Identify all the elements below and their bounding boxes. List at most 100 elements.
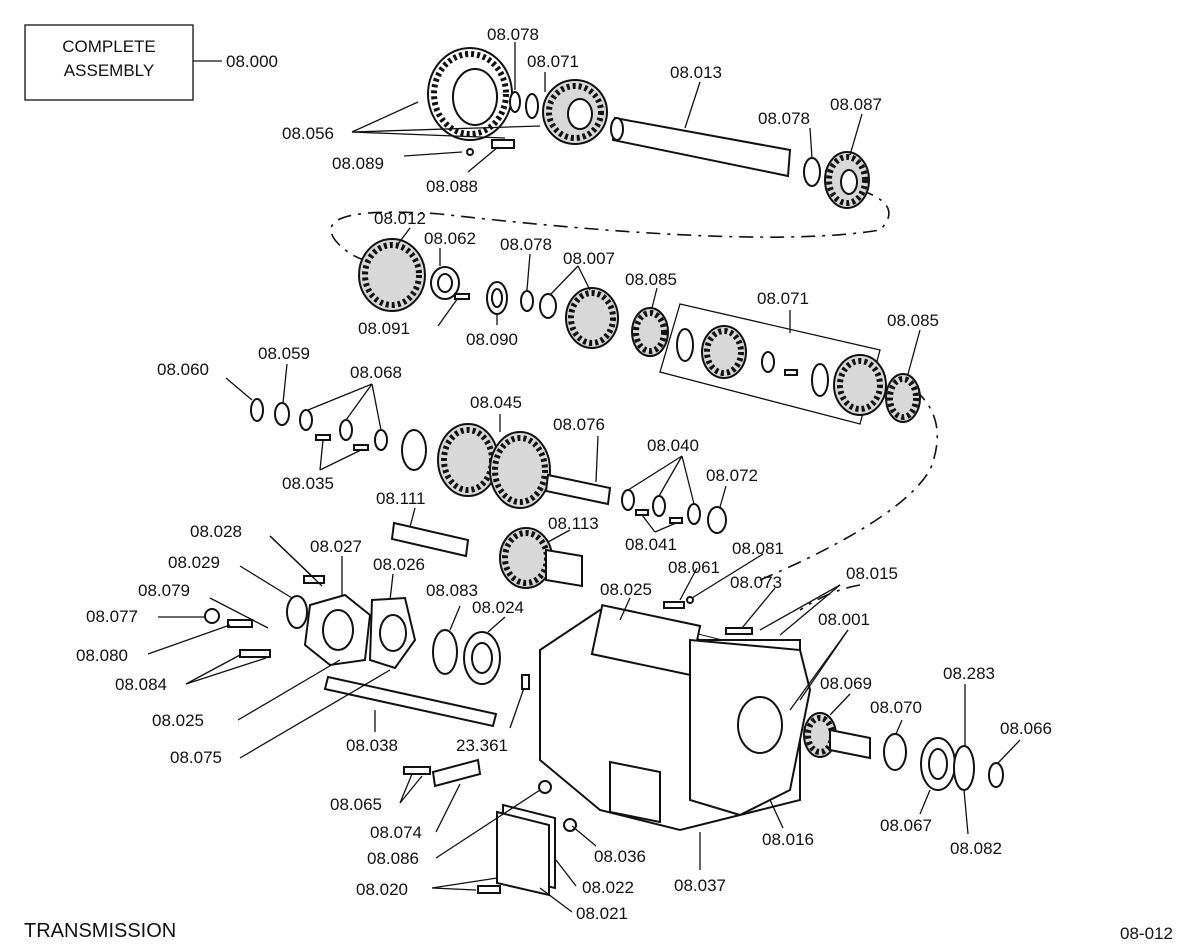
- part-label: 08.061: [668, 558, 720, 577]
- part-label: 08.081: [732, 539, 784, 558]
- part-label: 08.111: [376, 489, 425, 508]
- needle-part: [669, 517, 683, 524]
- part-label: 08.056: [282, 124, 334, 143]
- part-label: 08.072: [706, 466, 758, 485]
- part-label: 08.091: [358, 319, 410, 338]
- dash-path-right: [759, 389, 938, 581]
- sync-assembly-part: [676, 325, 887, 416]
- bolt-part: [663, 601, 685, 609]
- bolt-part: [403, 766, 431, 775]
- part-label: 08.059: [258, 344, 310, 363]
- sub-assembly-box: [659, 303, 881, 425]
- part-label: 08.036: [594, 847, 646, 866]
- ring-part: [525, 93, 539, 119]
- part-label: 08.113: [548, 514, 599, 533]
- gear-part: [358, 238, 426, 312]
- part-label: 08.077: [86, 607, 138, 626]
- part-label: 08.012: [374, 209, 426, 228]
- part-label: 08.024: [472, 598, 524, 617]
- gear-part: [824, 151, 870, 209]
- clip-part: [250, 398, 264, 422]
- part-label: 08.088: [426, 177, 478, 196]
- idler-shaft-part: [390, 521, 470, 558]
- leader-lines: [147, 42, 1021, 913]
- gear-part: [885, 373, 921, 423]
- part-label: 08.035: [282, 474, 334, 493]
- washer-part: [339, 419, 353, 441]
- gear-part: [565, 287, 619, 349]
- bolt-part: [477, 885, 501, 894]
- part-label: 08.073: [730, 573, 782, 592]
- bushing-part: [430, 266, 460, 300]
- part-label: 08.025: [152, 711, 204, 730]
- part-label: 08.016: [762, 830, 814, 849]
- plug-part: [563, 818, 577, 832]
- assembly-box-line1: COMPLETE: [62, 37, 156, 56]
- part-label: 08.028: [190, 522, 242, 541]
- part-label: 08.085: [887, 311, 939, 330]
- part-label: 08.040: [647, 436, 699, 455]
- snap-ring-part: [988, 762, 1004, 788]
- washer-part: [274, 402, 290, 426]
- input-shaft-part: [803, 712, 871, 760]
- part-label: 08.069: [820, 674, 872, 693]
- spacer-part: [544, 473, 612, 506]
- part-labels: 08.078 08.071 08.013 08.056 08.089 08.08…: [76, 25, 1052, 923]
- bolt-part: [239, 649, 271, 658]
- part-label: 08.082: [950, 839, 1002, 858]
- needle-part: [635, 509, 649, 516]
- part-label: 23.361: [456, 736, 508, 755]
- washer-part: [374, 429, 388, 451]
- part-label: 08.066: [1000, 719, 1052, 738]
- part-label: 08.029: [168, 553, 220, 572]
- needle-part: [353, 444, 369, 451]
- part-label: 08.078: [487, 25, 539, 44]
- part-label: 08.060: [157, 360, 209, 379]
- part-label: 08.001: [818, 610, 870, 629]
- assembly-box-line2: ASSEMBLY: [64, 61, 154, 80]
- washer-part: [299, 409, 313, 431]
- part-label: 08.071: [527, 52, 579, 71]
- part-label: 08.070: [870, 698, 922, 717]
- washer-part: [652, 495, 666, 517]
- part-label: 08.020: [356, 880, 408, 899]
- ring-part: [509, 91, 521, 113]
- assembly-box: [24, 24, 194, 101]
- part-label: 08.013: [670, 63, 722, 82]
- gear-part: [631, 307, 669, 357]
- snap-ring-part: [432, 629, 458, 675]
- part-label: 08.075: [170, 748, 222, 767]
- bearing-part: [920, 737, 956, 791]
- part-label: 08.065: [330, 795, 382, 814]
- part-label: 08.076: [553, 415, 605, 434]
- part-label: 08.090: [466, 330, 518, 349]
- part-label: 08.037: [674, 876, 726, 895]
- snap-ring-part: [953, 745, 975, 791]
- part-label: 08.007: [563, 249, 615, 268]
- gear-part: [542, 79, 608, 145]
- part-label: 08.062: [424, 229, 476, 248]
- plug-part: [538, 780, 552, 794]
- ball-part: [686, 596, 694, 604]
- washer-part: [621, 489, 635, 511]
- bolt-part: [725, 627, 753, 635]
- thrust-washer-part: [707, 506, 727, 534]
- key-part: [466, 139, 515, 156]
- reverse-idler-gear-part: [499, 527, 583, 589]
- needle-part: [315, 434, 331, 441]
- part-label: 08.027: [310, 537, 362, 556]
- part-label: 08.022: [582, 878, 634, 897]
- snap-ring-part: [803, 157, 821, 187]
- bearing-part: [539, 293, 557, 319]
- cover-plate-part: [496, 803, 556, 897]
- part-label: 08.089: [332, 154, 384, 173]
- part-label: 08.084: [115, 675, 167, 694]
- assembly-code: 08.000: [226, 52, 278, 71]
- washer-part: [687, 503, 701, 525]
- bushing-part: [204, 608, 220, 624]
- part-label: 08.015: [846, 564, 898, 583]
- part-label: 08.068: [350, 363, 402, 382]
- ring-part: [520, 290, 534, 312]
- dash-path-top: [330, 189, 890, 263]
- part-label: 08.026: [373, 555, 425, 574]
